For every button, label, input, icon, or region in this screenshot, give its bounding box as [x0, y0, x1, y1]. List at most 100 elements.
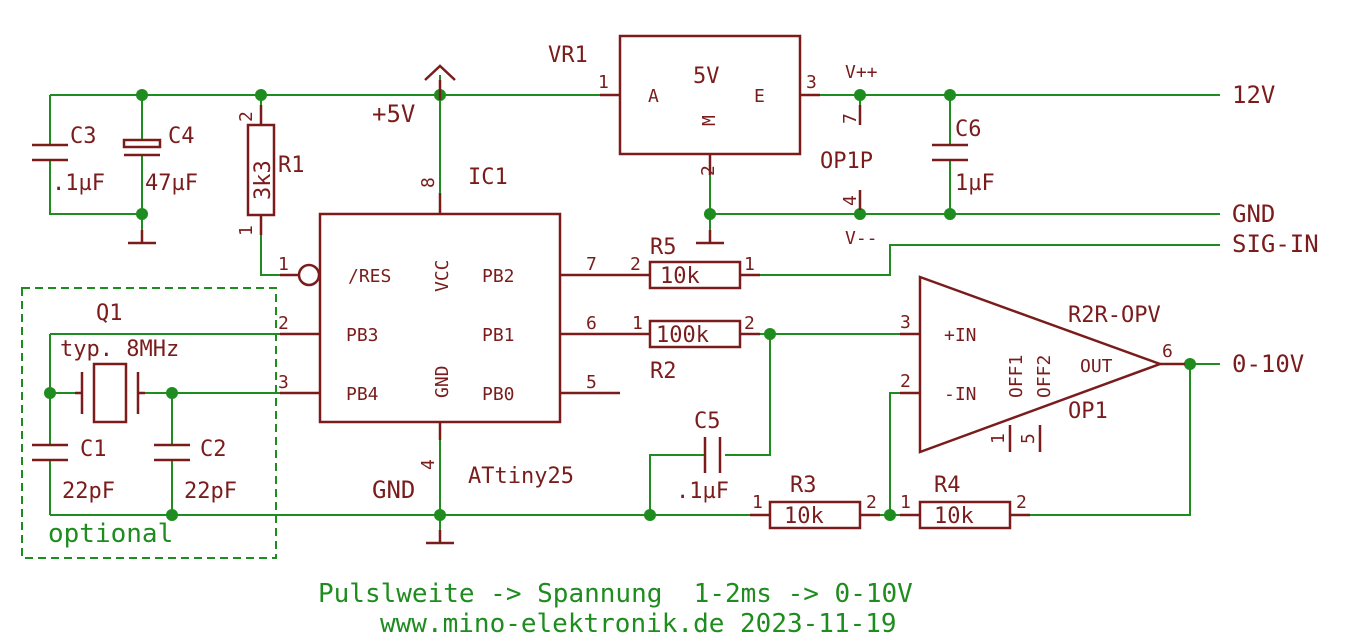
r3-pin1: 1 [752, 492, 763, 513]
c6-value: 1µF [955, 171, 995, 196]
r4-resistor [900, 500, 1030, 530]
ic1-pin2-num: 2 [278, 313, 289, 334]
op1-pin-inp: +IN [944, 325, 977, 346]
r3-resistor [750, 500, 880, 530]
op1-pin-inn: -IN [944, 384, 977, 405]
ic1-pin-pb1-label: PB1 [482, 325, 515, 346]
ic1-pin7-num: 7 [586, 254, 597, 275]
caption-line2: www.mino-elektronik.de 2023-11-19 [380, 609, 897, 639]
c6-ref: C6 [955, 117, 982, 142]
optional-label: optional [48, 519, 173, 549]
c1-capacitor [32, 443, 68, 462]
r5-pin2: 2 [630, 254, 641, 275]
c1-ref: C1 [80, 437, 107, 462]
r3-ref: R3 [790, 473, 817, 498]
ic1-pin5-num: 5 [586, 372, 597, 393]
op1-pin-off1: OFF1 [1006, 355, 1027, 398]
ic1-pin-pb2-label: PB2 [482, 266, 515, 287]
op1p-pin7: 7 [840, 113, 861, 124]
ic1-ref: IC1 [468, 165, 508, 190]
vr1-pin-a: A [648, 86, 659, 107]
op1p-vpp: V++ [845, 62, 878, 83]
c4-value: 47µF [145, 171, 198, 196]
op1-pin5: 5 [1018, 433, 1039, 444]
r2-resistor [620, 319, 760, 349]
ic1-pin-gnd-label: GND [432, 365, 453, 398]
vcc-supply-symbol [424, 64, 456, 100]
r1-ref: R1 [278, 153, 305, 178]
r4-pin1: 1 [900, 492, 911, 513]
ic1-pin-pb0-label: PB0 [482, 384, 515, 405]
c1-value: 22pF [62, 479, 115, 504]
net-sig-in: SIG-IN [1232, 230, 1319, 258]
r2-pin1: 1 [632, 313, 643, 334]
vr1-pin-e: E [754, 86, 765, 107]
r4-ref: R4 [934, 473, 961, 498]
ic1-pin-pb3-label: PB3 [346, 325, 379, 346]
vr1-pin-m: M [699, 115, 720, 126]
ic1-pin-res-label: /RES [348, 266, 391, 287]
vr1-ref: VR1 [548, 43, 588, 68]
optional-box [21, 287, 277, 559]
r2-value: 100k [656, 323, 709, 348]
q1-ref: Q1 [96, 301, 123, 326]
r3-pin2: 2 [866, 492, 877, 513]
op1-value: R2R-OPV [1068, 303, 1161, 328]
vr1-regulator [600, 34, 820, 175]
net-plus5v: +5V [372, 100, 415, 128]
ic1-attiny25 [280, 193, 620, 440]
c2-capacitor [154, 443, 190, 462]
c4-ref: C4 [168, 124, 195, 149]
c5-capacitor [703, 437, 722, 473]
op1-pin6: 6 [1162, 341, 1173, 362]
c2-ref: C2 [200, 437, 227, 462]
c6-capacitor [932, 143, 968, 162]
r5-value: 10k [660, 264, 700, 289]
vr1-pin1: 1 [598, 72, 609, 93]
ic1-pin3-num: 3 [278, 372, 289, 393]
op1p-ref: OP1P [820, 149, 873, 174]
r4-pin2: 2 [1016, 492, 1027, 513]
op1-pin-off2: OFF2 [1034, 355, 1055, 398]
r5-ref: R5 [650, 235, 677, 260]
junctions [44, 89, 1196, 521]
vr1-value: 5V [693, 64, 720, 89]
c2-value: 22pF [184, 479, 237, 504]
ic1-pin-vcc-label: VCC [432, 259, 453, 292]
op1-pin-out: OUT [1080, 356, 1113, 377]
op1p-pin4: 4 [840, 195, 861, 206]
r4-value: 10k [934, 504, 974, 529]
r1-pin2: 2 [236, 111, 257, 122]
op1p-vmm: V-- [845, 228, 878, 249]
c3-value: .1µF [52, 171, 105, 196]
op1-opamp [900, 275, 1185, 454]
q1-crystal [75, 362, 145, 424]
c3-capacitor [32, 143, 68, 162]
ic1-pin8-num: 8 [418, 177, 439, 188]
ic1-pin1-num: 1 [278, 254, 289, 275]
q1-value: typ. 8MHz [60, 337, 179, 362]
net-gnd-ic: GND [372, 476, 415, 504]
ic1-pin6-num: 6 [586, 313, 597, 334]
c5-value: .1µF [676, 479, 729, 504]
vr1-pin3: 3 [806, 72, 817, 93]
vr1-pin2: 2 [698, 165, 719, 176]
c4-capacitor [122, 138, 162, 157]
r2-ref: R2 [650, 359, 677, 384]
net-out: 0-10V [1232, 350, 1304, 378]
ic1-value: ATtiny25 [468, 464, 574, 489]
r1-value: 3k3 [251, 160, 276, 200]
r5-resistor [620, 260, 760, 290]
gnd-symbols [128, 230, 724, 545]
net-gnd: GND [1232, 200, 1275, 228]
op1-pin1: 1 [988, 433, 1009, 444]
caption-line1: Pulslweite -> Spannung 1-2ms -> 0-10V [318, 579, 913, 609]
op1-ref: OP1 [1068, 399, 1108, 424]
op1-pin3: 3 [900, 312, 911, 333]
r3-value: 10k [784, 504, 824, 529]
r1-resistor [246, 105, 276, 235]
c5-ref: C5 [694, 409, 721, 434]
r2-pin2: 2 [744, 313, 755, 334]
ic1-pin4-num: 4 [418, 459, 439, 470]
